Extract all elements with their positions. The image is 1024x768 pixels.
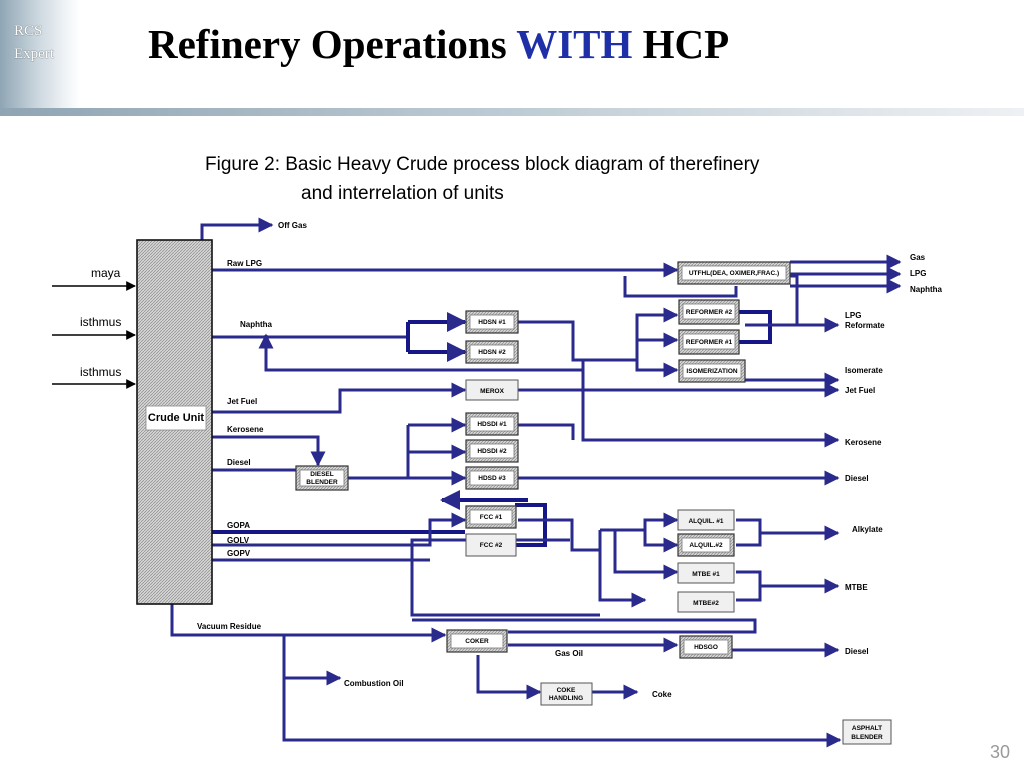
product-naphtha: Naphtha — [910, 285, 943, 294]
label-combustion-oil: Combustion Oil — [344, 679, 404, 688]
label-gopv: GOPV — [227, 549, 251, 558]
caption-line-1: Figure 2: Basic Heavy Crude process bloc… — [205, 154, 760, 175]
logo-line-2: Expert — [14, 46, 54, 62]
isomerization-label: ISOMERIZATION — [686, 368, 737, 375]
alquil-1-label: ALQUIL. #1 — [688, 518, 723, 525]
figure-caption: Figure 2: Basic Heavy Crude process bloc… — [205, 150, 759, 208]
unit-coker[interactable]: COKER — [446, 629, 508, 653]
label-raw-lpg: Raw LPG — [227, 259, 262, 268]
unit-coke-handling[interactable]: COKE HANDLING — [540, 682, 593, 706]
title-prefix: Refinery Operations — [148, 21, 517, 67]
crude-unit[interactable]: Crude Unit — [136, 239, 213, 605]
unit-asphalt-blender[interactable]: ASPHALT BLENDER — [842, 719, 892, 745]
caption-line-2: and interrelation of units — [301, 183, 504, 204]
product-kerosene: Kerosene — [845, 438, 882, 447]
title-underline-bar — [0, 108, 1024, 116]
hdsn-1-label: HDSN #1 — [478, 319, 506, 326]
logo-line-1: RCS — [14, 23, 43, 39]
unit-hdsgo[interactable]: HDSGO — [679, 635, 733, 659]
unit-fcc-2[interactable]: FCC #2 — [465, 533, 517, 557]
product-lpg-2: LPG — [845, 311, 861, 320]
hdsd-3-label: HDSD #3 — [478, 475, 506, 482]
corner-gradient — [0, 0, 80, 112]
product-diesel-2: Diesel — [845, 647, 869, 656]
mtbe-2-label: MTBE#2 — [693, 600, 719, 607]
diesel-blender-label-2: BLENDER — [306, 479, 338, 486]
unit-alquil-2[interactable]: ALQUIL.#2 — [677, 533, 735, 557]
hdsgo-label: HDSGO — [694, 644, 718, 651]
input-label-isthmus-2: isthmus — [80, 365, 121, 379]
product-mtbe: MTBE — [845, 583, 868, 592]
unit-diesel-blender[interactable]: DIESEL BLENDER — [295, 465, 349, 491]
stream-lines — [170, 217, 902, 748]
unit-hdsdi-1[interactable]: HDSDI #1 — [465, 412, 519, 436]
product-lpg: LPG — [910, 269, 926, 278]
label-gas-oil: Gas Oil — [555, 649, 583, 658]
unit-utfhl[interactable]: UTFHL(DEA, OXIMER,FRAC.) — [677, 261, 791, 285]
label-golv: GOLV — [227, 536, 250, 545]
asphalt-blender-label-2: BLENDER — [851, 734, 883, 741]
stream-labels: Off Gas Raw LPG Naphtha Jet Fuel Kerosen… — [197, 221, 672, 699]
unit-hdsn-2[interactable]: HDSN #2 — [465, 340, 519, 364]
unit-hdsd-3[interactable]: HDSD #3 — [465, 466, 519, 490]
unit-alquil-1[interactable]: ALQUIL. #1 — [677, 509, 735, 531]
reformer-1-label: REFORMER #1 — [686, 339, 733, 346]
label-off-gas: Off Gas — [278, 221, 307, 230]
product-labels: Gas LPG Naphtha LPG Reformate Isomerate … — [845, 253, 943, 656]
label-vacuum-residue: Vacuum Residue — [197, 622, 262, 631]
reformer-2-label: REFORMER #2 — [686, 309, 733, 316]
diesel-blender-label-1: DIESEL — [310, 471, 334, 478]
hdsdi-2-label: HDSDI #2 — [477, 448, 507, 455]
brand-logo: RCS Expert — [14, 20, 54, 66]
feed-inputs: maya isthmus isthmus — [52, 266, 136, 389]
unit-isomerization[interactable]: ISOMERIZATION — [678, 359, 746, 383]
hdsn-2-label: HDSN #2 — [478, 349, 506, 356]
hdsdi-1-label: HDSDI #1 — [477, 421, 507, 428]
product-reformate: Reformate — [845, 321, 885, 330]
mtbe-1-label: MTBE #1 — [692, 571, 720, 578]
slide-title: Refinery Operations WITH HCP — [148, 20, 729, 68]
crude-unit-label: Crude Unit — [148, 412, 205, 424]
product-jet-fuel: Jet Fuel — [845, 386, 875, 395]
input-label-maya: maya — [91, 266, 121, 280]
label-diesel: Diesel — [227, 458, 251, 467]
page-number: 30 — [989, 742, 1010, 762]
fcc-2-label: FCC #2 — [480, 542, 503, 549]
unit-reformer-1[interactable]: REFORMER #1 — [678, 329, 740, 355]
product-gas: Gas — [910, 253, 926, 262]
utfhl-label: UTFHL(DEA, OXIMER,FRAC.) — [689, 270, 779, 277]
unit-mtbe-2[interactable]: MTBE#2 — [677, 591, 735, 613]
unit-merox[interactable]: MEROX — [465, 379, 519, 401]
title-highlight: WITH — [516, 21, 633, 67]
asphalt-blender-label-1: ASPHALT — [852, 725, 882, 732]
product-alkylate: Alkylate — [852, 525, 883, 534]
product-isomerate: Isomerate — [845, 366, 883, 375]
unit-reformer-2[interactable]: REFORMER #2 — [678, 299, 740, 325]
product-diesel: Diesel — [845, 474, 869, 483]
alquil-2-label: ALQUIL.#2 — [689, 542, 723, 549]
input-label-isthmus-1: isthmus — [80, 315, 121, 329]
coke-handling-label-2: HANDLING — [549, 695, 583, 702]
unit-fcc-1[interactable]: FCC #1 — [465, 505, 517, 529]
unit-hdsn-1[interactable]: HDSN #1 — [465, 310, 519, 334]
label-jet-fuel: Jet Fuel — [227, 397, 257, 406]
unit-hdsdi-2[interactable]: HDSDI #2 — [465, 439, 519, 463]
merox-label: MEROX — [480, 388, 505, 395]
label-kerosene: Kerosene — [227, 425, 264, 434]
coke-handling-label-1: COKE — [557, 687, 576, 694]
title-suffix: HCP — [632, 21, 730, 67]
label-naphtha: Naphtha — [240, 320, 273, 329]
unit-mtbe-1[interactable]: MTBE #1 — [677, 562, 735, 584]
fcc-1-label: FCC #1 — [480, 514, 503, 521]
label-coke: Coke — [652, 690, 672, 699]
coker-label: COKER — [465, 638, 489, 645]
label-gopa: GOPA — [227, 521, 250, 530]
